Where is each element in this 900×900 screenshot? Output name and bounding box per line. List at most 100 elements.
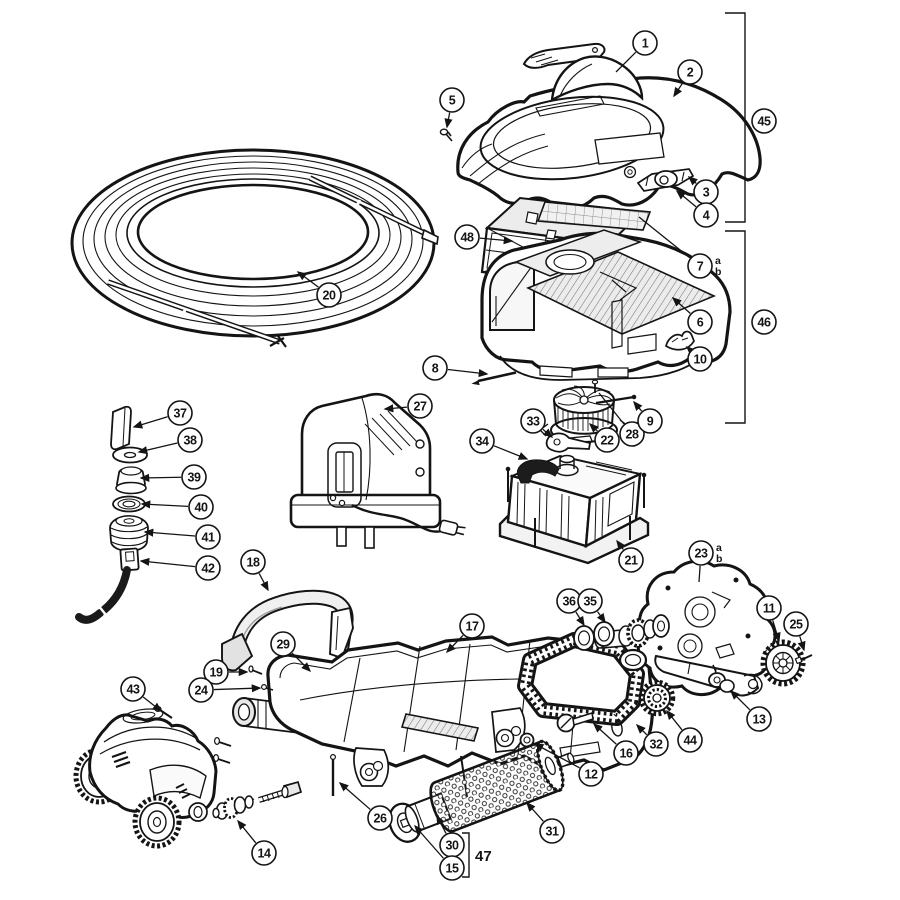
leader-line-27	[383, 404, 408, 413]
leader-line-24	[213, 684, 262, 693]
svg-text:12: 12	[585, 767, 598, 781]
balloon-43: 43	[120, 676, 163, 712]
svg-text:11: 11	[763, 601, 776, 615]
leader-line-44	[666, 709, 683, 731]
leader-line-13	[729, 689, 751, 711]
guide-roller	[708, 664, 735, 693]
svg-text:27: 27	[414, 399, 427, 413]
svg-text:10: 10	[694, 352, 707, 366]
svg-text:26: 26	[374, 811, 387, 825]
balloon-35: 35	[577, 588, 606, 624]
balloon-15: 15	[414, 824, 465, 881]
svg-text:14: 14	[258, 846, 271, 860]
leader-line-41	[143, 528, 196, 537]
floating-screw-b	[213, 753, 231, 764]
chassis-caster-right	[491, 707, 526, 753]
balloon-9: 9	[633, 400, 663, 434]
svg-text:44: 44	[684, 733, 697, 747]
drive-wheel	[760, 639, 806, 687]
leader-line-17	[445, 634, 464, 654]
svg-text:38: 38	[184, 433, 197, 447]
part-oring	[112, 495, 146, 513]
wheel-screw	[794, 654, 813, 665]
svg-text:9: 9	[647, 414, 654, 428]
idler-gear	[638, 679, 676, 717]
svg-text:34: 34	[476, 434, 489, 448]
leader-line-15	[414, 824, 444, 859]
pod-rear-wheel	[132, 795, 182, 849]
filter-lid	[536, 201, 652, 231]
cover-flap	[550, 55, 644, 103]
leader-line-26	[338, 782, 371, 810]
hinge-pin	[471, 371, 517, 386]
impeller-screw	[591, 379, 599, 393]
leader-line-7	[638, 216, 691, 259]
cable-fitting-parts	[75, 405, 149, 624]
track-chain	[517, 632, 645, 726]
balloon-1: 1	[615, 30, 658, 73]
svg-text:30: 30	[446, 838, 459, 852]
leader-line-4	[675, 190, 697, 208]
handle-end-right	[329, 606, 354, 660]
balloon-20: 20	[296, 271, 342, 308]
leader-line-9	[633, 400, 643, 412]
balloon-29: 29	[270, 631, 312, 673]
balloon-37: 37	[132, 400, 193, 429]
svg-text:5: 5	[449, 93, 456, 107]
svg-text:15: 15	[446, 861, 459, 875]
leader-line-29	[291, 652, 312, 673]
svg-text:37: 37	[174, 406, 187, 420]
svg-text:1: 1	[642, 36, 649, 50]
chassis-rack	[400, 713, 480, 742]
leader-line-31	[526, 801, 544, 822]
leader-line-20	[296, 271, 319, 288]
seal-ring-a	[573, 625, 595, 651]
part-cord-connector	[75, 547, 140, 624]
svg-text:a: a	[716, 542, 722, 554]
axle-bolt	[258, 780, 303, 803]
svg-text:36: 36	[563, 594, 576, 608]
body-flap	[665, 330, 695, 351]
svg-text:19: 19	[210, 665, 223, 679]
leader-line-35	[596, 611, 606, 624]
cover-trim-strip	[522, 42, 606, 69]
svg-text:b: b	[716, 553, 722, 565]
leader-line-10	[685, 346, 696, 356]
svg-text:48: 48	[461, 230, 474, 244]
leader-line-42	[139, 557, 196, 568]
part-strain-relief	[109, 515, 149, 552]
leader-line-22	[588, 422, 599, 433]
balloon-41: 41	[143, 524, 221, 550]
balloon-12: 12	[533, 743, 604, 787]
part-flat-washer	[112, 446, 148, 464]
floating-cable-coil	[70, 148, 439, 348]
screw-24	[261, 683, 274, 691]
svg-text:41: 41	[202, 530, 215, 544]
right-drive-assembly	[636, 559, 813, 697]
svg-text:16: 16	[620, 746, 633, 760]
balloon-31: 31	[526, 801, 565, 844]
leader-line-32	[635, 723, 648, 736]
svg-text:4: 4	[703, 208, 710, 222]
leader-line-12	[533, 743, 580, 769]
drive-chain-group	[517, 614, 676, 748]
leader-line-5	[444, 112, 453, 129]
svg-text:23: 23	[695, 546, 708, 560]
balloon-24: 24	[188, 677, 262, 703]
balloon-6: 6	[671, 297, 713, 335]
balloon-48: 48	[454, 224, 514, 250]
leader-line-2	[673, 82, 684, 98]
handle-latch	[636, 168, 695, 192]
balloon-16: 16	[592, 723, 639, 766]
leader-line-11	[772, 620, 781, 643]
carry-handle	[221, 589, 354, 672]
svg-text:39: 39	[188, 470, 201, 484]
balloon-33: 33	[520, 408, 554, 438]
svg-text:8: 8	[432, 361, 439, 375]
balloon-14: 14	[237, 819, 277, 866]
part-cone-grommet	[115, 466, 147, 495]
svg-text:46: 46	[758, 315, 771, 329]
leader-line-30	[436, 814, 447, 834]
